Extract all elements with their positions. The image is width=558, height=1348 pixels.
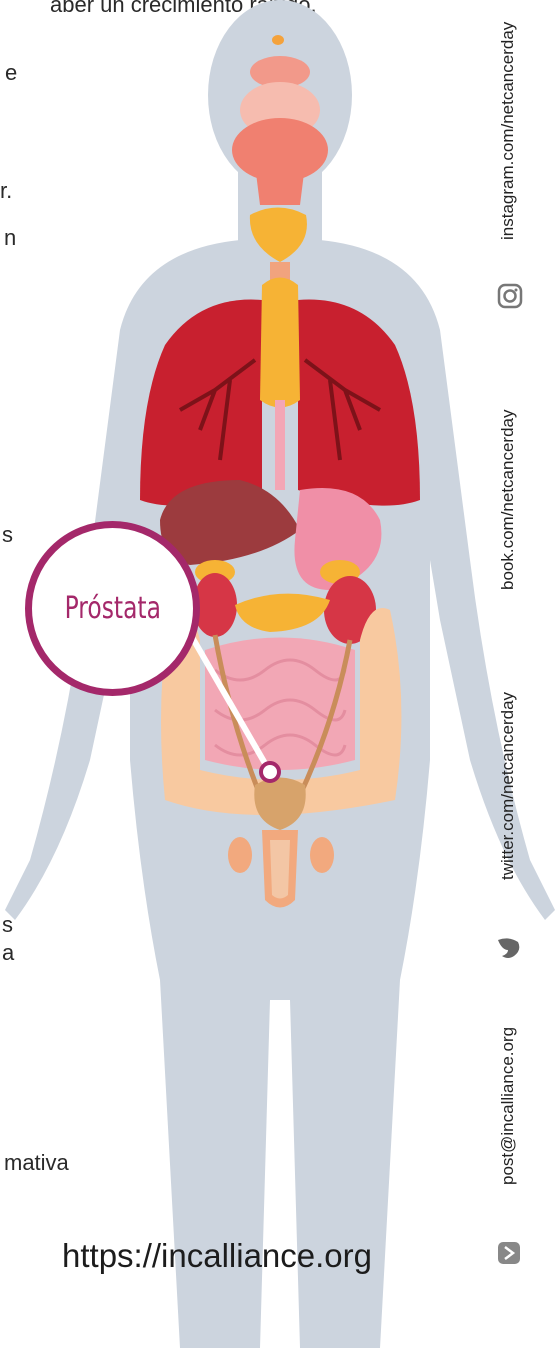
website-url[interactable]: https://incalliance.org <box>62 1237 372 1275</box>
prostate-callout: Próstata <box>25 521 200 696</box>
callout-pin <box>261 763 279 781</box>
facebook-handle[interactable]: book.com/netcancerday <box>498 410 518 591</box>
email-arrow-icon[interactable] <box>494 1238 524 1268</box>
twitter-bird-icon[interactable] <box>494 932 524 962</box>
thymus <box>260 278 300 408</box>
callout-label: Próstata <box>64 591 160 626</box>
instagram-icon[interactable] <box>495 281 525 311</box>
twitter-handle[interactable]: twitter.com/netcancerday <box>498 692 518 880</box>
instagram-handle[interactable]: instagram.com/netcancerday <box>498 22 518 240</box>
email-address[interactable]: post@incalliance.org <box>498 1027 518 1185</box>
